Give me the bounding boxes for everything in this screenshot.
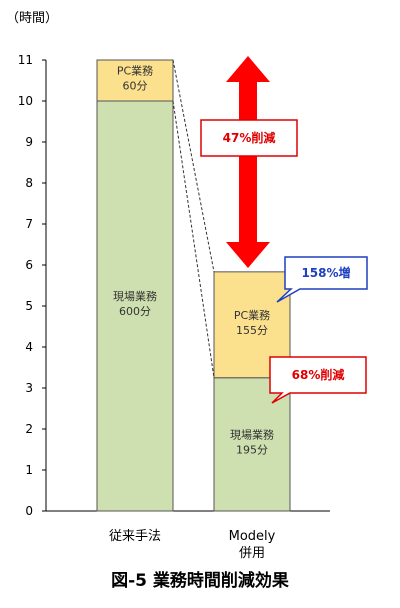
y-axis-ticks: 0 1 2 3 4 5 6 7 8 9 10 11 — [18, 53, 46, 518]
y-tick-label: 4 — [25, 340, 33, 354]
category-label: 従来手法 — [109, 529, 161, 544]
callout-field-reduction-text: 68%削減 — [292, 367, 345, 382]
segment-label: 155分 — [236, 324, 268, 337]
y-tick-label: 11 — [18, 53, 33, 67]
y-tick-label: 0 — [25, 504, 33, 518]
connector-line — [172, 59, 215, 272]
y-tick-label: 7 — [25, 217, 33, 231]
callout-field-reduction-box — [269, 356, 367, 404]
segment-label: 現場業務 — [230, 427, 274, 441]
segment-label: 現場業務 — [113, 289, 157, 303]
figure-caption: 図-5 業務時間削減効果 — [111, 570, 289, 591]
bar-segment — [96, 59, 174, 102]
y-tick-label: 2 — [25, 422, 33, 436]
y-tick-label: 8 — [25, 176, 33, 190]
segment-label: PC業務 — [117, 64, 153, 78]
y-tick-label: 9 — [25, 135, 33, 149]
segment-label: 60分 — [123, 80, 148, 93]
y-tick-label: 3 — [25, 381, 33, 395]
segment-label: PC業務 — [234, 308, 270, 322]
connector-line — [172, 100, 215, 378]
double-arrow-icon — [226, 56, 270, 268]
bar-segment — [96, 100, 174, 512]
y-tick-label: 10 — [18, 94, 33, 108]
y-tick-label: 6 — [25, 258, 33, 272]
y-tick-label: 1 — [25, 463, 33, 477]
callout-total-reduction-box — [200, 119, 298, 157]
callout-pc-increase-text: 158%増 — [301, 265, 350, 280]
segment-label: 195分 — [236, 443, 268, 456]
callout-total-reduction-text: 47%削減 — [223, 130, 276, 145]
category-label: Modely — [229, 529, 276, 544]
callout-pc-increase-box — [276, 256, 368, 303]
category-label: 併用 — [239, 546, 265, 561]
y-unit-label: （時間） — [6, 11, 58, 26]
y-tick-label: 5 — [25, 299, 33, 313]
category-labels: 従来手法 Modely 併用 — [109, 529, 276, 561]
annotations: 47%削減 158%増 68%削減 — [200, 56, 368, 404]
segment-label: 600分 — [119, 305, 151, 318]
